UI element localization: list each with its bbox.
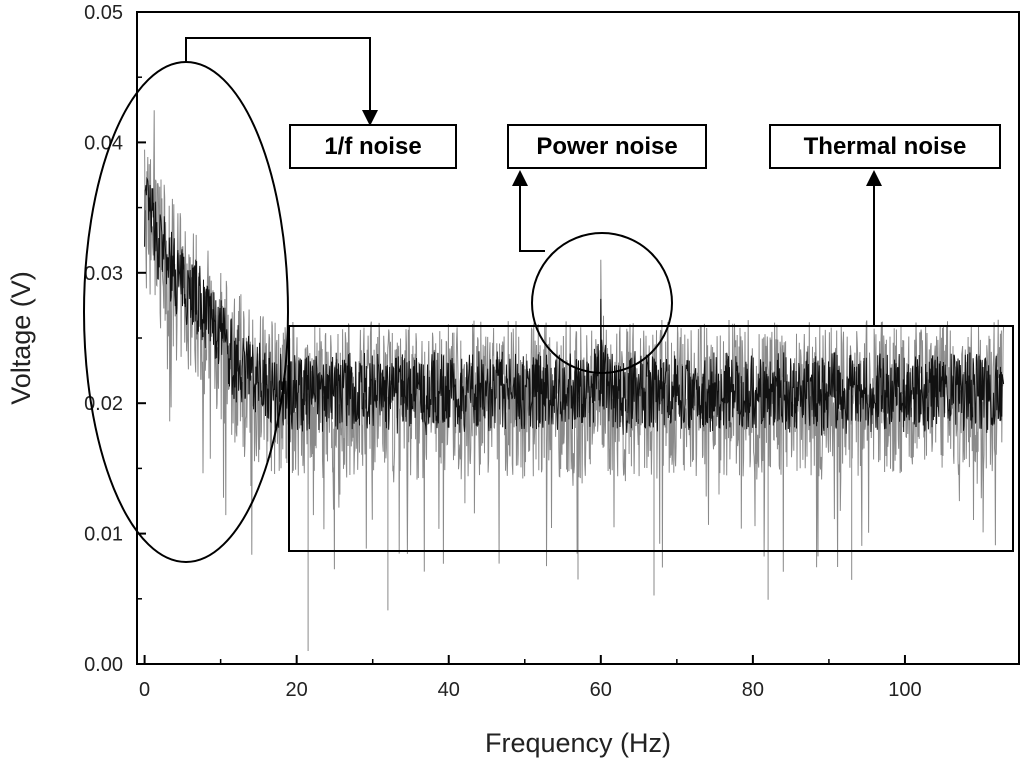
one-over-f-label-box (289, 124, 457, 169)
y-axis-title: Voltage (V) (6, 271, 36, 405)
y-tick-label: 0.05 (84, 2, 123, 24)
x-tick-label: 0 (139, 679, 150, 701)
thermal-noise-region (288, 325, 1014, 552)
one-over-f-arrow (185, 37, 371, 112)
thermal-noise-arrowhead (866, 170, 882, 186)
power-noise-arrowhead (512, 170, 528, 186)
x-tick-label: 80 (742, 679, 764, 701)
power-noise-region (531, 232, 673, 374)
spectrum-trace-light (144, 110, 1005, 651)
spectrum-trace (144, 176, 1005, 436)
spectrum-series (144, 110, 1005, 651)
thermal-noise-label: Thermal noise (804, 133, 967, 160)
y-tick-label: 0.03 (84, 263, 123, 285)
one-over-f-label: 1/f noise (324, 133, 421, 160)
thermal-noise-label-box (769, 124, 1001, 169)
y-tick-label: 0.01 (84, 524, 123, 546)
x-tick-label: 40 (438, 679, 460, 701)
x-tick-label: 100 (888, 679, 921, 701)
one-over-f-arrowhead (362, 110, 378, 126)
x-tick-label: 60 (590, 679, 612, 701)
power-noise-arrow (519, 184, 545, 252)
y-tick-label: 0.00 (84, 654, 123, 676)
x-axis-title: Frequency (Hz) (485, 728, 671, 758)
power-noise-label-box (507, 124, 707, 169)
y-tick-label: 0.04 (84, 132, 123, 154)
power-noise-label: Power noise (536, 133, 677, 160)
y-tick-label: 0.02 (84, 393, 123, 415)
x-tick-label: 20 (286, 679, 308, 701)
